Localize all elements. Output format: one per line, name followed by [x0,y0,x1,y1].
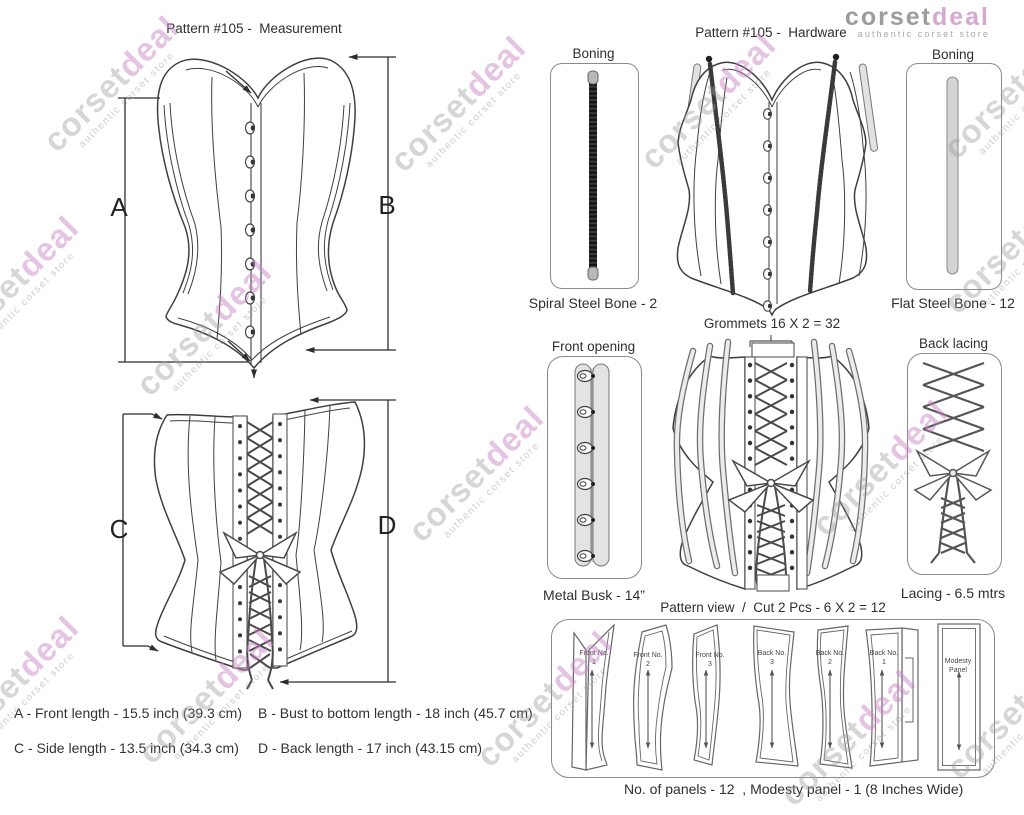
front-measure-arrows [225,70,257,379]
dimension-line-d [279,397,396,685]
hw-back-bow [727,458,815,514]
spiral-bone-tip-right [832,53,840,61]
pattern-view-title: Pattern view / Cut 2 Pcs - 6 X 2 = 12 [660,600,886,615]
panel-label-back-2: Back No. 2 [815,650,845,666]
pattern-piece-modesty-panel [937,623,981,771]
dim-label-a: A [110,192,128,222]
panel-label-back-3: Back No. 3 [757,650,787,666]
corset-front-measurement-illustration [118,54,396,379]
dimension-line-c [122,412,163,652]
boning-channel-mark [905,657,914,723]
watermark-part1: corset [0,258,37,359]
spiral-bone-header: Boning [572,46,615,61]
lacing-caption: Lacing - 6.5 mtrs [900,585,1006,601]
busk-caption: Metal Busk - 14” [543,587,645,603]
lacing-bow [218,531,302,586]
legend-bust-to-bottom: B - Bust to bottom length - 18 inch (45.… [258,705,533,721]
watermark-part2: deal [10,208,86,285]
pattern-piece-front-1 [571,623,615,771]
brand-logo-part2: deal [931,3,990,31]
front-panel-seams [163,72,351,340]
measurement-title: Pattern #105 - Measurement [166,21,342,36]
dimension-line-b [305,54,396,353]
brand-logo: corsetdeal authentic corset store [845,4,990,40]
grommets-label: Grommets 16 X 2 = 32 [703,316,841,331]
watermark-tagline: authentic corset store [423,69,525,171]
watermark-part2: deal [10,608,86,685]
watermark-part2: deal [1010,15,1024,92]
brand-tagline: authentic corset store [857,29,990,40]
spiral-bone-caption: Spiral Steel Bone - 2 [528,295,658,311]
grommets-pointer-bracket [749,335,793,347]
flat-bone-header: Boning [931,47,975,62]
pattern-piece-front-3 [692,624,721,766]
brand-logo-text: corsetdeal [845,4,990,30]
corset-back-hardware-illustration [672,335,870,592]
brand-logo-part1: corset [844,3,932,31]
pattern-piece-back-1 [865,627,919,767]
pattern-piece-front-2 [632,624,673,771]
metal-busk-illustration [574,363,610,567]
flat-bone-right-strip [858,63,878,152]
busk-loops [244,121,256,339]
flat-bone-caption: Flat Steel Bone - 12 [891,295,1015,311]
back-lacing-illustration [913,361,993,564]
modesty-panel-bottom-tab [756,574,790,592]
legend-back-length: D - Back length - 17 inch (43.15 cm) [258,740,483,756]
panel-label-front-2: Front No. 2 [633,652,663,668]
watermark-text: corsetdeal [401,399,551,549]
front-opening-header: Front opening [551,339,636,354]
panel-label-modesty: Modesty Panel [944,658,972,674]
watermark-part2: deal [457,28,533,105]
watermark-part2: deal [475,398,551,475]
back-lacing-header: Back lacing [918,336,989,351]
legend-side-length: C - Side length - 13.5 inch (34.3 cm) [14,740,239,756]
dim-label-c: C [109,514,129,544]
dim-label-d: D [377,510,397,540]
busk-hooks [576,369,595,563]
watermark-tagline: authentic corset store [0,249,78,351]
spiral-steel-bone-illustration [587,70,599,281]
panel-label-back-1: Back No. 1 [869,650,899,666]
legend-front-length: A - Front length - 15.5 inch (39.3 cm) [14,705,242,721]
spiral-bone-tip-left [705,55,713,63]
watermark-part2: deal [1011,170,1024,247]
watermark-tagline: authentic corset store [441,439,543,541]
watermark-part2: deal [1013,635,1024,712]
front-binding-lines [177,66,331,361]
watermark-text: corsetdeal [0,609,86,759]
corset-back-measurement-illustration [122,397,396,690]
spiral-bones [707,59,838,297]
lacing-box [907,353,1002,575]
panel-label-front-3: Front No. 3 [695,652,725,668]
pattern-view-caption: No. of panels - 12 , Modesty panel - 1 (… [624,781,964,797]
flat-steel-bone-illustration [946,76,959,275]
modesty-panel-top-tab [751,342,795,358]
dimension-line-a [118,97,248,363]
hardware-title: Pattern #105 - Hardware [695,25,847,40]
corset-front-hardware-illustration [676,53,878,317]
pattern-piece-back-3 [753,625,799,767]
dim-label-b: B [378,190,396,220]
panel-label-front-1: Front No. 1 [579,650,609,666]
watermark-text: corsetdeal [0,209,86,359]
back-flat-bones [673,338,869,577]
back-lacing-crosses [246,421,274,690]
svg-defs [0,0,1,1]
watermark-part1: corset [400,448,502,549]
pattern-piece-back-2 [816,625,853,769]
lacing-box-bow [913,448,993,501]
hw-busk-loops [762,108,773,312]
